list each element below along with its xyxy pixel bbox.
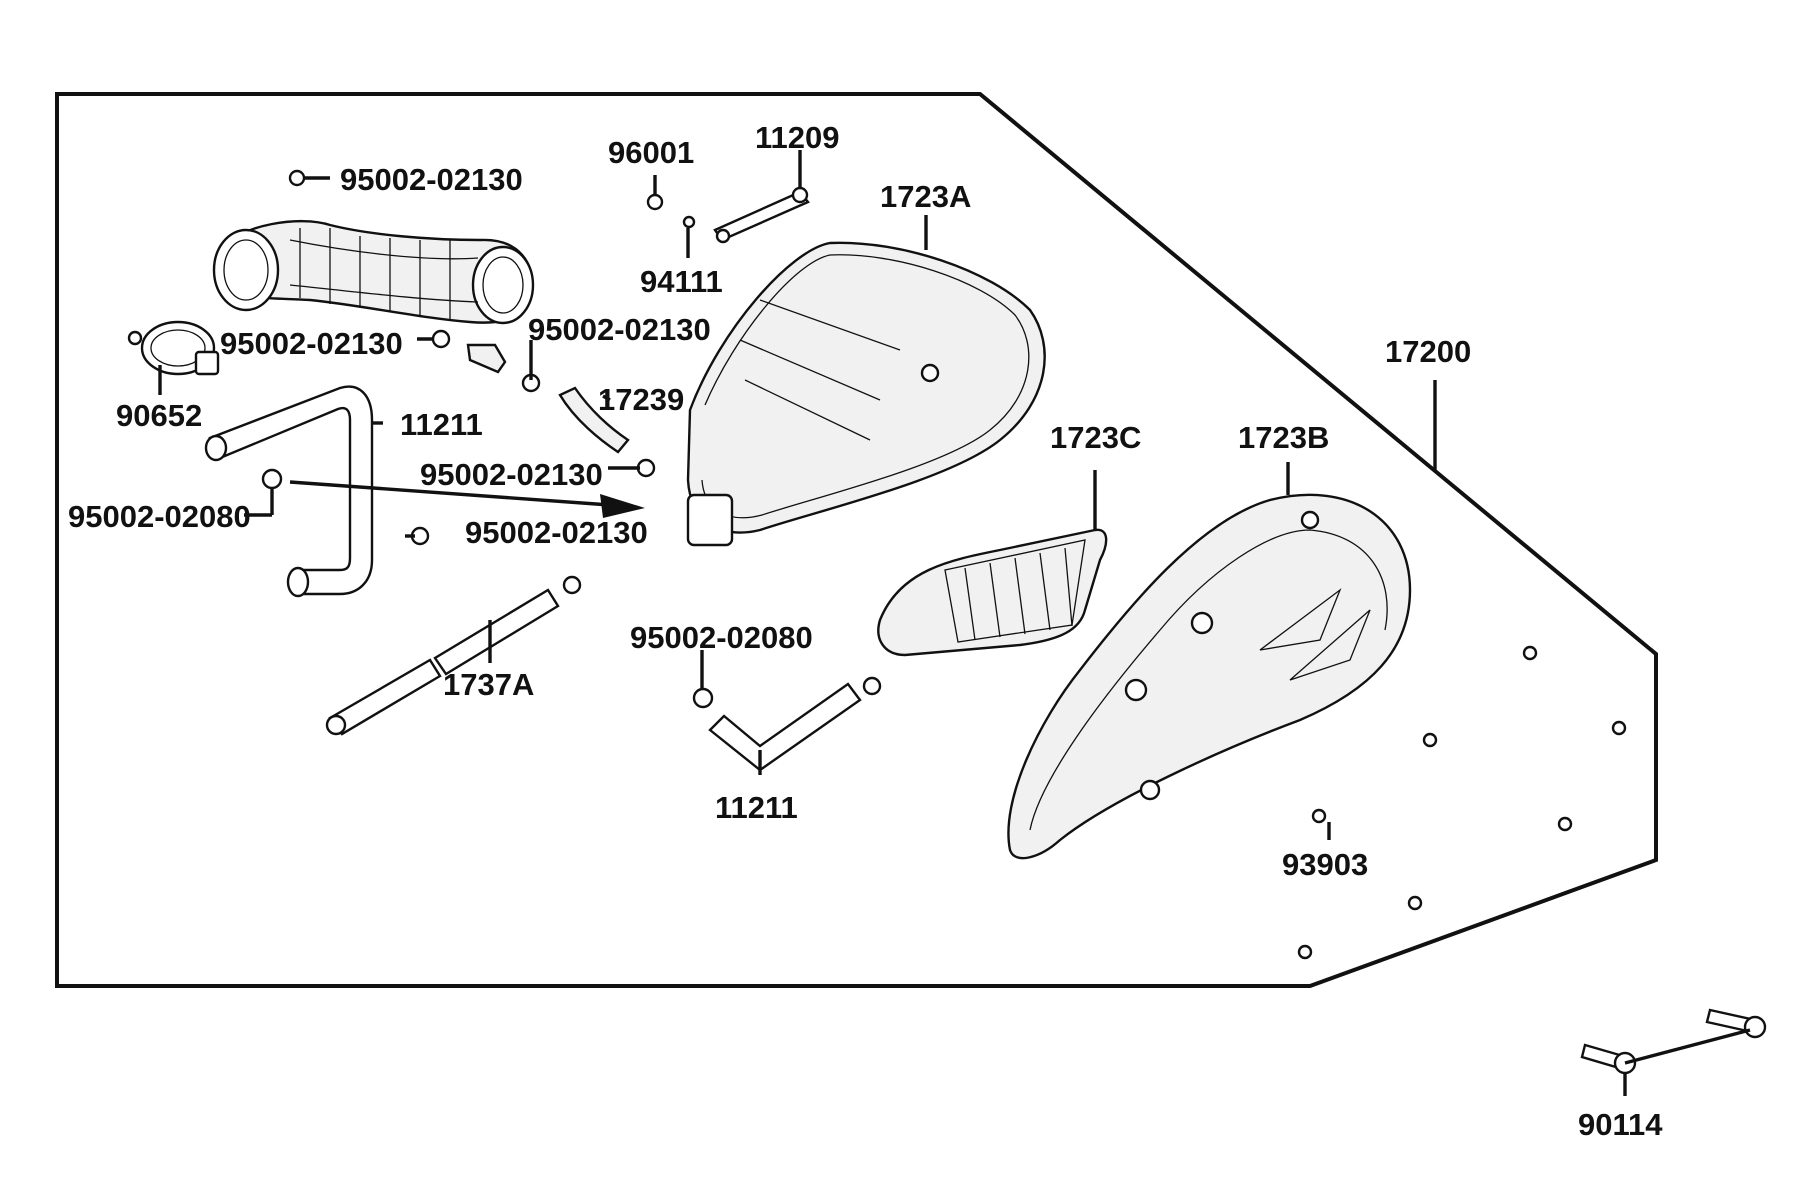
label-95002-02080-a: 95002-02080 xyxy=(68,499,251,534)
bent-tube-11211-middle xyxy=(708,682,862,772)
label-95002-02130-e: 95002-02130 xyxy=(465,515,648,550)
label-95002-02130-c: 95002-02130 xyxy=(528,312,711,347)
leader-lines xyxy=(158,150,1751,1096)
bolts-90114 xyxy=(1580,1008,1767,1075)
arrow-head xyxy=(600,494,645,518)
hose-17239 xyxy=(558,386,630,454)
label-96001: 96001 xyxy=(608,135,694,170)
label-1723A: 1723A xyxy=(880,179,971,214)
hose-clamp-90652 xyxy=(127,320,220,376)
hose-clip xyxy=(288,169,306,187)
filter-element-1723C xyxy=(877,528,1108,657)
label-17239: 17239 xyxy=(598,382,684,417)
label-95002-02130-b: 95002-02130 xyxy=(220,326,403,361)
label-1737A: 1737A xyxy=(443,667,534,702)
screws-93903 xyxy=(1297,645,1627,960)
bent-tube-11211-left xyxy=(204,385,374,598)
label-11209: 11209 xyxy=(755,120,840,155)
bracket-11209 xyxy=(713,186,810,244)
intake-duct xyxy=(212,219,535,325)
label-94111: 94111 xyxy=(640,264,723,299)
assembly-frame xyxy=(55,92,1658,988)
label-93903: 93903 xyxy=(1282,847,1368,882)
label-1723B: 1723B xyxy=(1238,420,1329,455)
small-fittings xyxy=(261,193,882,709)
label-1723C: 1723C xyxy=(1050,420,1141,455)
label-90114: 90114 xyxy=(1578,1107,1663,1142)
label-95002-02130-d: 95002-02130 xyxy=(420,457,603,492)
label-95002-02130-a: 95002-02130 xyxy=(340,162,523,197)
air-cleaner-case-1723A xyxy=(686,241,1046,547)
label-95002-02080-b: 95002-02080 xyxy=(630,620,813,655)
label-17200: 17200 xyxy=(1385,334,1471,369)
cleaner-cover-1723B xyxy=(1007,493,1412,860)
label-11211-b: 11211 xyxy=(715,790,798,825)
hose-1737A xyxy=(325,588,560,736)
label-11211-a: 11211 xyxy=(400,407,483,442)
label-90652: 90652 xyxy=(116,398,202,433)
